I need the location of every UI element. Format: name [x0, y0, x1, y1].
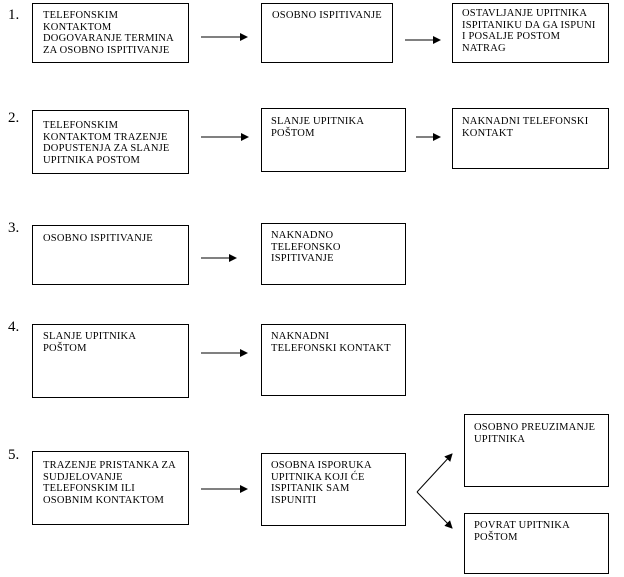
row-4-box-1: SLANJE UPITNIKA POŠTOM	[32, 324, 189, 398]
row-2-box-1-label: TELEFONSKIM KONTAKTOM TRAZENJE DOPUSTENJ…	[43, 120, 170, 166]
row-1-box-3: OSTAVLJANJE UPITNIKA ISPITANIKU DA GA IS…	[452, 3, 609, 63]
row-5-box-3-label: OSOBNO PREUZIMANJE UPITNIKA	[474, 422, 596, 445]
row-5-box-1-label: TRAZENJE PRISTANKA ZA SUDJELOVANJE TELEF…	[43, 460, 176, 506]
row-4-box-2-label: NAKNADNI TELEFONSKI KONTAKT	[271, 331, 391, 354]
row-1-number: 1.	[8, 7, 20, 23]
row-2-number: 2.	[8, 110, 20, 126]
row-2-box-3: NAKNADNI TELEFONSKI KONTAKT	[452, 108, 609, 169]
row-3-box-1: OSOBNO ISPITIVANJE	[32, 225, 189, 285]
row-1-box-1-label: TELEFONSKIM KONTAKTOM DOGOVARANJE TERMIN…	[43, 10, 174, 56]
row-1-box-2: OSOBNO ISPITIVANJE	[261, 3, 393, 63]
row-2-box-2-label: SLANJE UPITNIKA POŠTOM	[271, 116, 365, 139]
row-2-box-3-label: NAKNADNI TELEFONSKI KONTAKT	[462, 116, 589, 139]
row-5-box-1: TRAZENJE PRISTANKA ZA SUDJELOVANJE TELEF…	[32, 451, 189, 525]
row-1-box-1: TELEFONSKIM KONTAKTOM DOGOVARANJE TERMIN…	[32, 3, 189, 63]
row-5-box-2-label: OSOBNA ISPORUKA UPITNIKA KOJI ĆE ISPITAN…	[271, 460, 372, 506]
row-2-box-2: SLANJE UPITNIKA POŠTOM	[261, 108, 406, 172]
row-1-box-2-label: OSOBNO ISPITIVANJE	[272, 10, 382, 21]
row-4-box-2: NAKNADNI TELEFONSKI KONTAKT	[261, 324, 406, 396]
row-5-arrow-up	[416, 453, 453, 493]
row-5-box-4-label: POVRAT UPITNIKA POŠTOM	[474, 520, 570, 543]
row-1-box-3-label: OSTAVLJANJE UPITNIKA ISPITANIKU DA GA IS…	[462, 8, 596, 54]
row-3-box-1-label: OSOBNO ISPITIVANJE	[43, 233, 153, 244]
row-5-box-4: POVRAT UPITNIKA POŠTOM	[464, 513, 609, 574]
row-3-box-2-label: NAKNADNO TELEFONSKO ISPITIVANJE	[271, 230, 341, 264]
row-3-number: 3.	[8, 220, 20, 236]
row-3-box-2: NAKNADNO TELEFONSKO ISPITIVANJE	[261, 223, 406, 285]
row-5-box-2: OSOBNA ISPORUKA UPITNIKA KOJI ĆE ISPITAN…	[261, 453, 406, 526]
row-5-box-3: OSOBNO PREUZIMANJE UPITNIKA	[464, 414, 609, 487]
row-4-number: 4.	[8, 319, 20, 335]
row-5-arrow-down	[416, 491, 453, 529]
row-4-box-1-label: SLANJE UPITNIKA POŠTOM	[43, 331, 137, 354]
row-5-number: 5.	[8, 447, 20, 463]
row-2-box-1: TELEFONSKIM KONTAKTOM TRAZENJE DOPUSTENJ…	[32, 110, 189, 174]
